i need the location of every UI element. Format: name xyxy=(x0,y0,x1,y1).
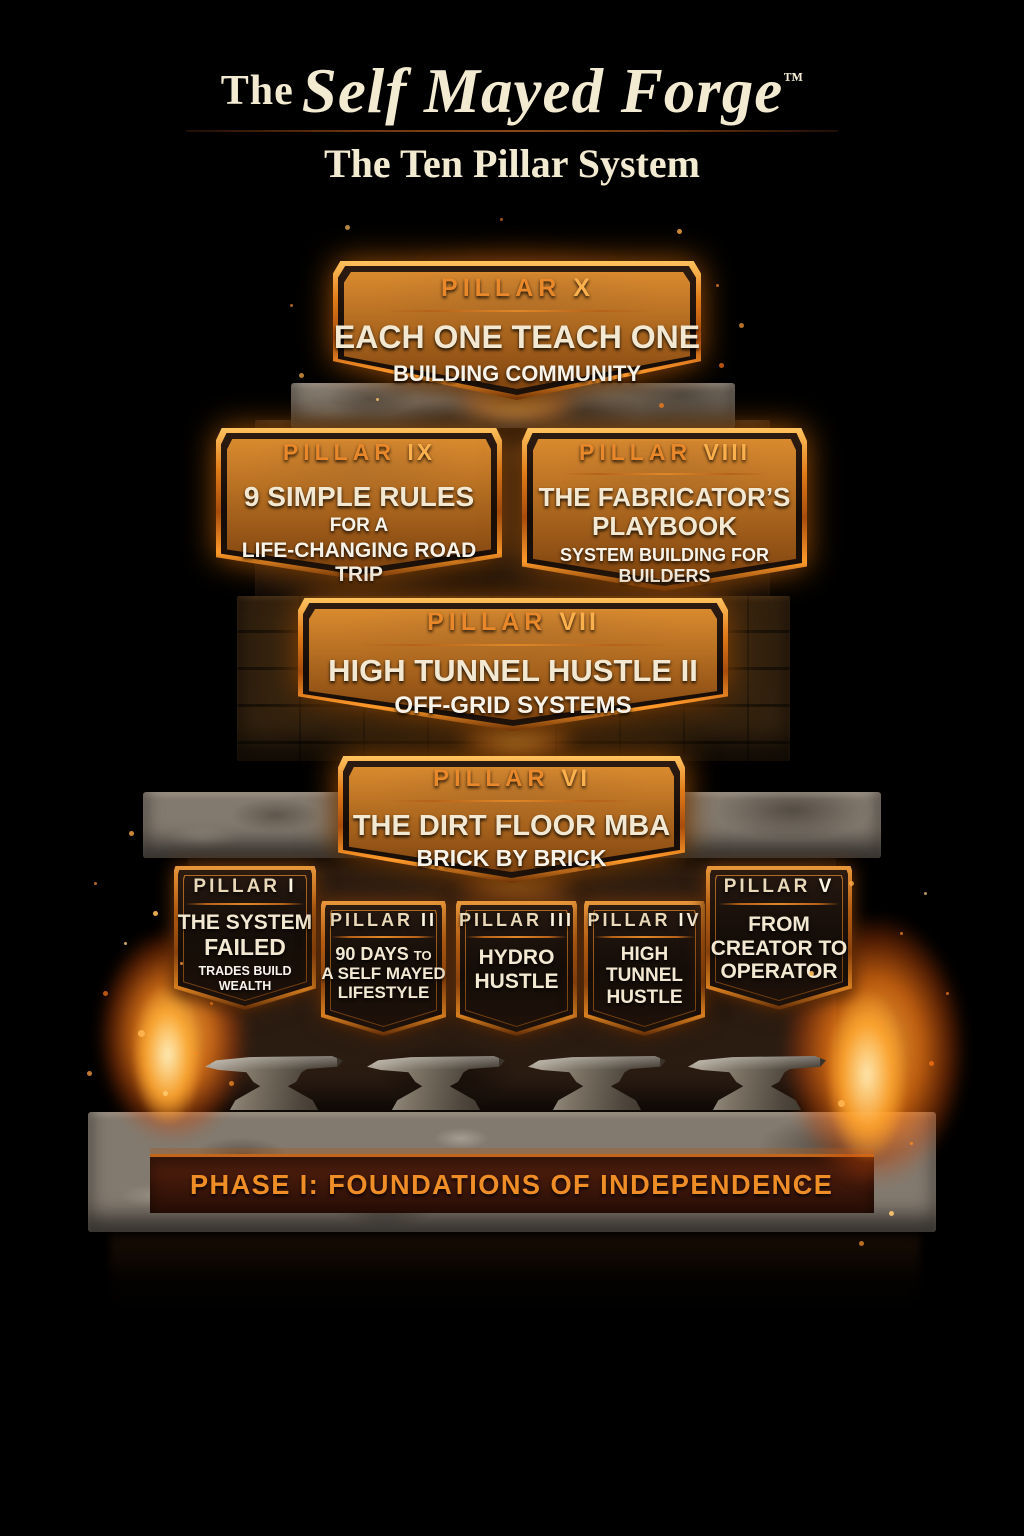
pillar-iii-numeral: III xyxy=(550,910,575,930)
pillar-vii-subtitle: OFF-GRID SYSTEMS xyxy=(394,691,632,719)
pillar-ii-label: PILLAR II xyxy=(329,910,438,930)
pillar-ix-title: 9 SIMPLE RULES xyxy=(243,481,475,512)
title-main: Self Mayed Forge xyxy=(301,56,784,126)
pillar-iv-numeral: IV xyxy=(678,910,702,930)
pillar-iii-label: PILLAR III xyxy=(458,910,575,930)
plaque-divider xyxy=(561,473,768,475)
pillar-iii-line1: HYDRO xyxy=(478,946,555,969)
plaque-divider xyxy=(465,936,568,938)
ember-sparks-top xyxy=(318,242,321,245)
pillar-viii-numeral: VIII xyxy=(703,439,750,465)
pillar-vii-plaque: PILLAR VII HIGH TUNNEL HUSTLE II OFF-GRI… xyxy=(298,598,728,731)
page-subtitle: The Ten Pillar System xyxy=(324,141,700,186)
pillar-iv-label: PILLAR IV xyxy=(587,910,702,930)
phase-bar: PHASE I: FOUNDATIONS OF INDEPENDENCE xyxy=(150,1154,874,1213)
plaque-divider xyxy=(386,800,637,802)
pillar-x-plaque: PILLAR X EACH ONE TEACH ONE BUILDING COM… xyxy=(333,261,701,400)
pillar-viii-plaque: PILLAR VIII THE FABRICATOR’S PLAYBOOK SY… xyxy=(522,428,807,591)
pillar-iii-line2: HUSTLE xyxy=(474,969,559,993)
plaque-divider xyxy=(358,644,668,646)
pillar-v-plaque: PILLAR V FROM CREATOR TO OPERATOR xyxy=(706,866,852,1010)
pillar-x-subtitle: BUILDING COMMUNITY xyxy=(392,360,642,386)
pillar-ii-plaque: PILLAR II 90 DAYS TO A SELF MAYED LIFEST… xyxy=(321,901,446,1036)
pillar-ix-numeral: IX xyxy=(407,439,436,465)
pillar-iv-line2: TUNNEL xyxy=(605,965,684,987)
ember-sparks-left xyxy=(118,790,121,793)
page-title: The Self Mayed Forge™ xyxy=(0,44,1024,144)
pillar-ix-label: PILLAR IX xyxy=(282,439,436,465)
pillar-v-label: PILLAR V xyxy=(723,876,835,897)
pillar-x-label: PILLAR X xyxy=(441,274,593,302)
pillar-v-numeral: V xyxy=(818,876,835,897)
pillar-i-numeral: I xyxy=(288,876,297,897)
trademark-symbol: ™ xyxy=(783,69,804,91)
pillar-vi-plaque: PILLAR VI THE DIRT FLOOR MBA BRICK BY BR… xyxy=(338,756,685,883)
pillar-ix-connector: FOR A xyxy=(329,515,389,537)
pillar-v-line2: CREATOR TO xyxy=(710,936,848,960)
pillar-vi-numeral: VI xyxy=(561,765,591,792)
pillar-iv-line1: HIGH xyxy=(620,944,669,965)
pillar-viii-title-line2: PLAYBOOK xyxy=(592,511,737,542)
pillar-v-line3: OPERATOR xyxy=(720,960,838,984)
pillar-x-numeral: X xyxy=(573,274,593,302)
pillar-ix-plaque: PILLAR IX 9 SIMPLE RULES FOR A LIFE-CHAN… xyxy=(216,428,502,586)
pillar-vi-title: THE DIRT FLOOR MBA xyxy=(352,810,671,842)
pillar-viii-subtitle-line1: SYSTEM BUILDING FOR xyxy=(559,545,769,566)
pillar-vi-subtitle: BRICK BY BRICK xyxy=(416,845,607,872)
pillar-i-title-line2: FAILED xyxy=(204,933,286,960)
pillar-iv-plaque: PILLAR IV HIGH TUNNEL HUSTLE xyxy=(584,901,705,1036)
pillar-vii-title: HIGH TUNNEL HUSTLE II xyxy=(328,653,698,688)
pillar-vi-label: PILLAR VI xyxy=(432,765,591,792)
pillar-ii-line1-small: TO xyxy=(413,948,432,963)
pillar-viii-title-line1: THE FABRICATOR’S xyxy=(538,482,791,512)
plaque-divider xyxy=(185,903,305,905)
pillar-viii-subtitle-line2: BUILDERS xyxy=(618,565,711,586)
pillar-v-line1: FROM xyxy=(748,913,810,936)
pillar-x-title: EACH ONE TEACH ONE xyxy=(333,319,701,355)
pillar-iii-plaque: PILLAR III HYDRO HUSTLE xyxy=(456,901,577,1036)
plaque-divider xyxy=(717,903,841,905)
plaque-divider xyxy=(331,936,436,938)
plaque-divider xyxy=(593,936,696,938)
base-slab-shadow xyxy=(110,1232,920,1312)
pillar-vii-label: PILLAR VII xyxy=(427,608,599,636)
pillar-iv-line3: HUSTLE xyxy=(606,986,683,1008)
plaque-divider xyxy=(384,310,650,312)
pillar-i-label: PILLAR I xyxy=(193,876,297,897)
pillar-ix-subtitle: LIFE-CHANGING ROAD TRIP xyxy=(241,539,477,587)
phase-label: PHASE I: FOUNDATIONS OF INDEPENDENCE xyxy=(190,1169,834,1200)
pillar-i-plaque: PILLAR I THE SYSTEM FAILED TRADES BUILD … xyxy=(174,866,316,1010)
pillar-vii-numeral: VII xyxy=(559,608,599,636)
header-divider xyxy=(186,130,838,132)
pillar-i-title-line1: THE SYSTEM xyxy=(177,911,313,934)
poster-header: The Self Mayed Forge™ xyxy=(0,44,1024,144)
pillar-i-subtitle: TRADES BUILD WEALTH xyxy=(198,964,292,993)
pillar-ii-line1: 90 DAYS TO xyxy=(335,944,432,964)
title-prefix: The xyxy=(220,68,294,114)
pillar-ii-numeral: II xyxy=(421,910,438,930)
pillar-ii-line3: LIFESTYLE xyxy=(337,983,430,1003)
pillar-ii-line2: A SELF MAYED xyxy=(321,964,446,984)
pillar-viii-label: PILLAR VIII xyxy=(579,439,750,465)
